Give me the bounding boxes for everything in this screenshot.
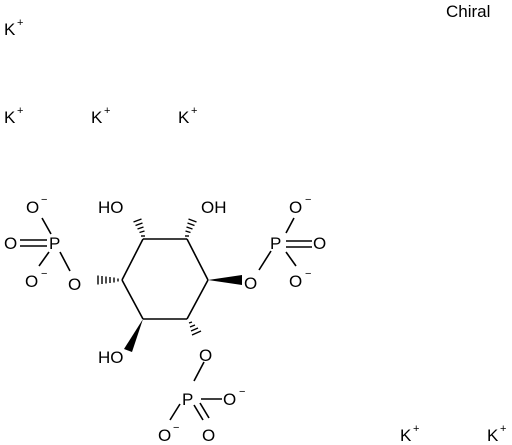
svg-text:−: − xyxy=(305,194,311,206)
svg-text:O: O xyxy=(202,426,215,445)
svg-text:P: P xyxy=(270,234,281,253)
svg-text:O: O xyxy=(313,234,326,253)
svg-text:O: O xyxy=(25,272,38,291)
svg-text:K: K xyxy=(4,108,16,127)
svg-text:O: O xyxy=(4,234,17,253)
svg-text:−: − xyxy=(41,268,47,280)
svg-text:−: − xyxy=(305,268,311,280)
svg-text:P: P xyxy=(182,390,193,409)
svg-text:K: K xyxy=(4,20,16,39)
left-phosphate: P O O − O O − xyxy=(4,194,81,294)
svg-text:O: O xyxy=(26,198,39,217)
svg-text:HO: HO xyxy=(98,348,124,367)
svg-text:K: K xyxy=(91,108,103,127)
hashed-wedge-bonds xyxy=(97,218,202,336)
svg-text:+: + xyxy=(413,423,419,435)
potassium-ion-4: K + xyxy=(178,105,197,127)
svg-text:+: + xyxy=(104,105,110,117)
svg-text:+: + xyxy=(191,105,197,117)
svg-text:K: K xyxy=(178,108,190,127)
svg-text:+: + xyxy=(17,105,23,117)
svg-text:+: + xyxy=(500,423,506,435)
svg-text:+: + xyxy=(17,17,23,29)
svg-text:O: O xyxy=(68,275,81,294)
hydroxyl-top-right: OH xyxy=(201,198,227,217)
svg-text:O: O xyxy=(199,346,212,365)
potassium-ion-6: K + xyxy=(487,423,506,445)
potassium-ion-3: K + xyxy=(91,105,110,127)
right-phosphate: O P O − O O − xyxy=(244,194,326,293)
svg-text:O: O xyxy=(289,272,302,291)
cyclohexane-ring xyxy=(121,238,209,320)
potassium-ion-2: K + xyxy=(4,105,23,127)
solid-wedge-bonds xyxy=(124,275,242,352)
svg-text:O: O xyxy=(223,390,236,409)
svg-text:O: O xyxy=(158,426,171,445)
chiral-label: Chiral xyxy=(446,2,490,21)
svg-text:−: − xyxy=(173,422,179,434)
svg-text:O: O xyxy=(244,274,257,293)
svg-text:HO: HO xyxy=(98,198,124,217)
svg-text:P: P xyxy=(49,234,60,253)
svg-text:−: − xyxy=(41,194,47,206)
svg-text:OH: OH xyxy=(201,198,227,217)
bottom-phosphate: O P O − O − O xyxy=(158,346,245,445)
svg-text:K: K xyxy=(487,426,499,445)
svg-text:O: O xyxy=(289,198,302,217)
hydroxyl-bottom-left: HO xyxy=(98,348,124,367)
potassium-ion-1: K + xyxy=(4,17,23,39)
svg-text:−: − xyxy=(239,386,245,398)
svg-text:K: K xyxy=(400,426,412,445)
hydroxyl-top-left: HO xyxy=(98,198,124,217)
potassium-ion-5: K + xyxy=(400,423,419,445)
